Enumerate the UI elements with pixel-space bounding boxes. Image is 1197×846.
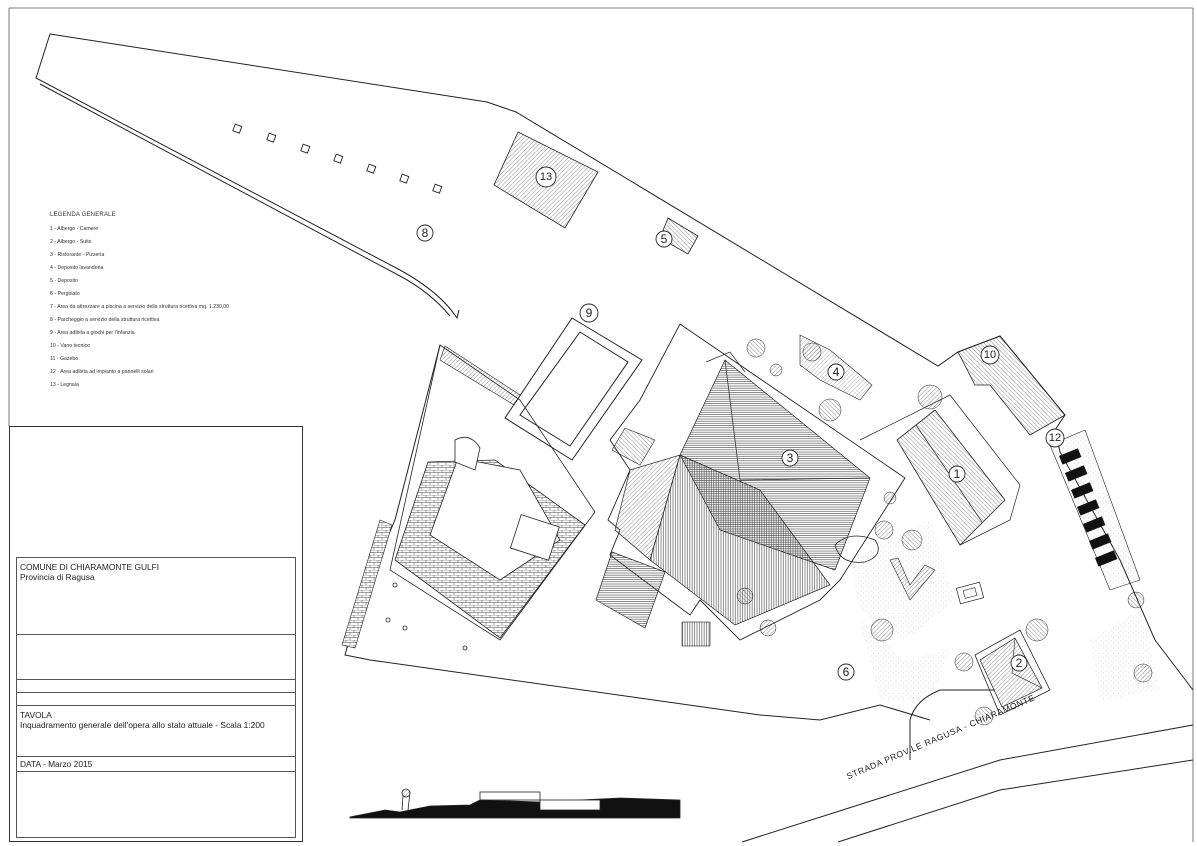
playground-9 bbox=[504, 317, 643, 461]
label-9: 9 bbox=[586, 306, 593, 320]
legend-title: LEGENDA GENERALE bbox=[50, 212, 116, 218]
title-cell-blank-2 bbox=[16, 679, 296, 693]
comune-name: COMUNE DI CHIARAMONTE GULFI bbox=[20, 562, 160, 572]
sheet-frame bbox=[8, 7, 1194, 842]
legend-item: 9 - Area adibita a giochi per l'infanzia bbox=[50, 330, 135, 336]
label-5: 5 bbox=[661, 232, 668, 246]
title-cell-empty bbox=[16, 771, 296, 838]
legend-item: 6 - Pergolato bbox=[50, 291, 80, 297]
legend-item: 13 - Legnaia bbox=[50, 382, 79, 388]
legend-item: 10 - Vano tecnico bbox=[50, 343, 90, 349]
label-12: 12 bbox=[1049, 432, 1061, 444]
legend-item: 11 - Gazebo bbox=[50, 356, 79, 362]
provincia-name: Provincia di Ragusa bbox=[20, 572, 95, 582]
technical-room-10 bbox=[957, 335, 1066, 436]
title-cell-blank bbox=[16, 634, 296, 680]
title-block: COMUNE DI CHIARAMONTE GULFI Provincia di… bbox=[9, 426, 303, 842]
tavola-description: Inquadramento generale dell'opera allo s… bbox=[20, 720, 265, 730]
label-1: 1 bbox=[954, 467, 961, 481]
legend-item: 12 - Area adibita ad impianto a pannelli… bbox=[50, 369, 154, 375]
title-cell-tavola: TAVOLA Inquadramento generale dell'opera… bbox=[16, 705, 296, 757]
restaurant-3 bbox=[595, 323, 906, 647]
area-label-circles bbox=[416, 166, 1065, 681]
legend-item: 7 - Area da attrezzare a piscina a servi… bbox=[50, 304, 230, 310]
title-cell-comune: COMUNE DI CHIARAMONTE GULFI Provincia di… bbox=[16, 557, 296, 635]
pool-area-7 bbox=[341, 344, 596, 651]
legend-item: 5 - Deposito bbox=[50, 278, 78, 284]
solar-panels-12 bbox=[1049, 429, 1141, 591]
tavola-label: TAVOLA bbox=[20, 710, 52, 720]
label-10: 10 bbox=[984, 349, 996, 361]
label-3: 3 bbox=[787, 451, 794, 465]
parking-markers bbox=[232, 123, 443, 194]
trees bbox=[736, 338, 1153, 726]
label-4: 4 bbox=[833, 365, 840, 379]
label-8: 8 bbox=[422, 226, 429, 240]
date-text: DATA - Marzo 2015 bbox=[20, 759, 93, 769]
label-13: 13 bbox=[540, 171, 552, 183]
legend-item: 8 - Parcheggio a servizio della struttur… bbox=[50, 317, 160, 323]
legend-item: 4 - Deposito lavanderia bbox=[50, 265, 104, 271]
legend-item: 2 - Albergo - Suite bbox=[50, 239, 92, 245]
legend-item: 1 - Albergo - Camere bbox=[50, 226, 99, 232]
legend-item: 3 - Ristorante - Pizzeria bbox=[50, 252, 105, 258]
hotel-suite-2 bbox=[974, 629, 1051, 716]
title-cell-data: DATA - Marzo 2015 bbox=[16, 756, 296, 772]
title-cell-blank-3 bbox=[16, 692, 296, 706]
label-2: 2 bbox=[1016, 656, 1023, 670]
label-6: 6 bbox=[843, 665, 850, 679]
general-legend: LEGENDA GENERALE 1 - Albergo - Camere 2 … bbox=[50, 209, 350, 392]
section-profile bbox=[349, 788, 681, 819]
